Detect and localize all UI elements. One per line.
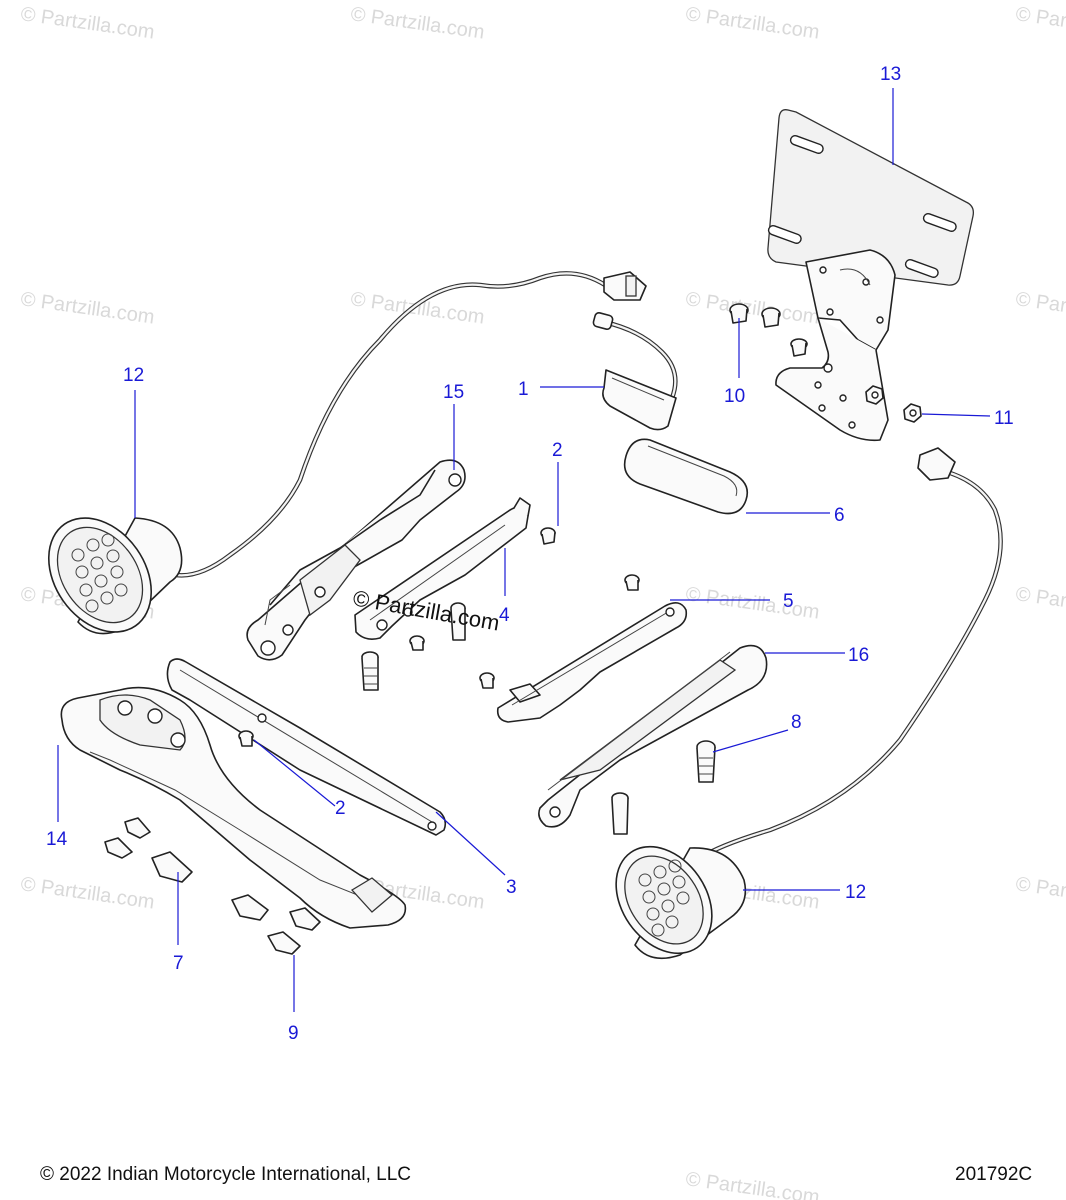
watermark: © Partzilla.com	[19, 288, 156, 329]
part-8-bolt	[611, 740, 716, 835]
callout-10: 10	[724, 386, 745, 407]
part-10-screws	[729, 303, 808, 357]
part-12-turn-signal-right	[615, 447, 1003, 960]
leader-lines	[57, 88, 991, 1012]
watermark: © Partzilla.com	[684, 1168, 821, 1200]
part-15-left-bracket	[246, 459, 466, 661]
callout-13: 13	[880, 64, 901, 85]
part-2-screw-bottom	[238, 730, 254, 747]
part-12-turn-signal-left	[47, 271, 647, 635]
part-7-bolts	[104, 817, 193, 883]
watermark: © Partzilla.com	[684, 583, 821, 624]
middle-bolts	[361, 574, 640, 691]
watermark: © Partzilla.com	[1014, 288, 1066, 329]
callout-12: 12	[123, 365, 144, 386]
part-11-nuts	[865, 385, 922, 423]
callout-9: 9	[288, 1023, 299, 1044]
callout-11: 11	[994, 408, 1014, 429]
callout-12-lower: 12	[845, 882, 866, 903]
callout-5: 5	[783, 591, 794, 612]
copyright-notice: © 2022 Indian Motorcycle International, …	[40, 1164, 411, 1185]
part-3-long-bracket	[166, 658, 447, 836]
callout-4: 4	[499, 605, 510, 626]
watermark: © Partzilla.com	[19, 3, 156, 44]
callout-3: 3	[506, 877, 517, 898]
watermark: © Partzilla.com	[349, 3, 486, 44]
diagram-id: 201792C	[955, 1164, 1033, 1185]
watermark: © Partzilla.com	[1014, 583, 1066, 624]
watermark: © Partzilla.com	[1014, 873, 1066, 914]
callout-16: 16	[848, 645, 869, 666]
watermark: © Partzilla.com	[684, 3, 821, 44]
part-6-lens	[623, 438, 749, 515]
part-5-bracket	[496, 602, 688, 723]
led-array	[71, 533, 128, 613]
callout-8: 8	[791, 712, 802, 733]
part-2-screw-top	[540, 527, 556, 545]
part-9-bolts	[231, 894, 321, 955]
part-4-bracket	[354, 497, 531, 640]
callout-6: 6	[834, 505, 845, 526]
watermark: © Partzilla.com	[19, 873, 156, 914]
callout-15: 15	[443, 382, 464, 403]
callout-2-lower: 2	[335, 798, 346, 819]
part-16-right-bracket	[538, 644, 768, 828]
watermark: © Partzilla.com	[684, 288, 821, 329]
callout-2: 2	[552, 440, 563, 461]
watermark: © Partzilla.com	[1014, 3, 1066, 44]
part-13-license-plate-bracket	[767, 109, 974, 442]
callout-14: 14	[46, 829, 68, 850]
callouts: 13 10 11 1 6 2 15 12 4 5 16 8 2 3 14 7 1…	[46, 64, 1014, 1044]
callout-7: 7	[173, 953, 184, 974]
part-14-swingarm-bracket	[60, 686, 407, 929]
part-1-license-light	[592, 312, 678, 431]
callout-1: 1	[518, 379, 529, 400]
watermark: © Partzilla.com	[349, 288, 486, 329]
led-array	[638, 859, 690, 937]
